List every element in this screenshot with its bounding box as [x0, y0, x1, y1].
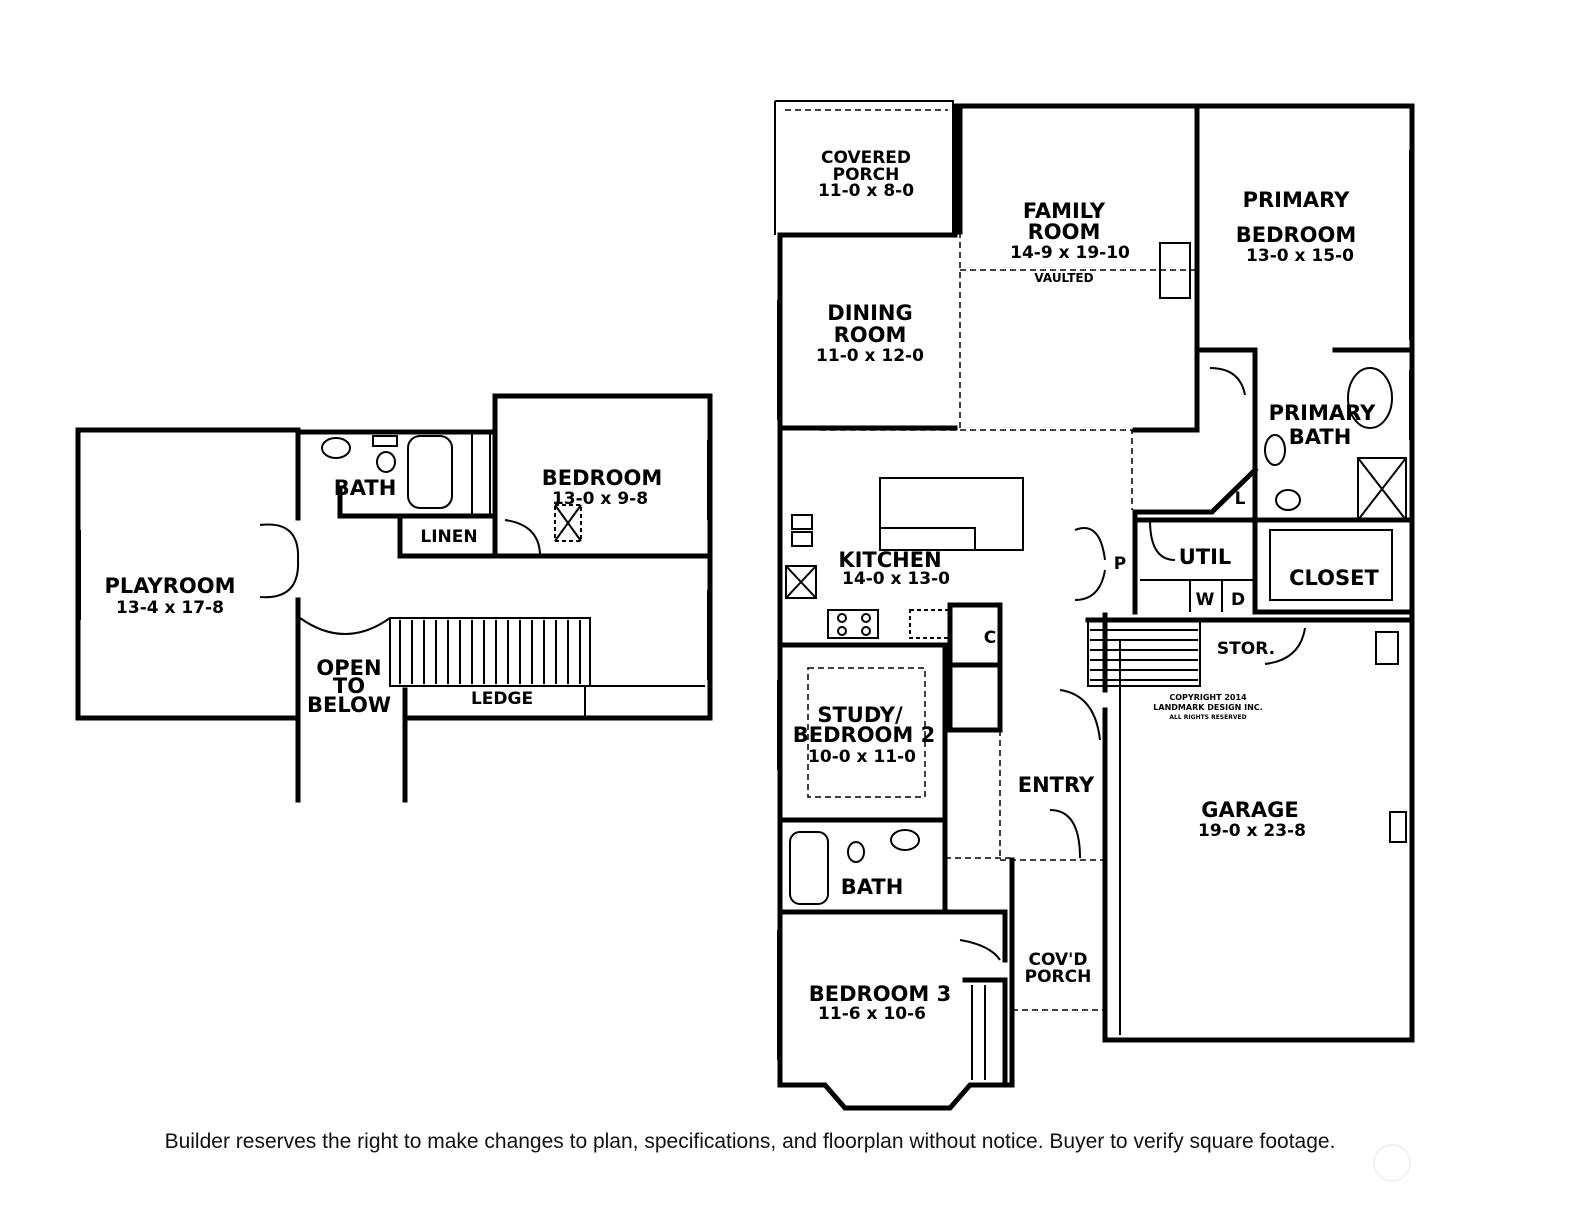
linen-closet-label: L — [1235, 489, 1246, 509]
playroom-dimensions: 13-4 x 17-8 — [116, 598, 224, 618]
upper-floor-walls — [75, 393, 713, 803]
study-line1: STUDY/ — [817, 703, 903, 727]
watermark-circle — [1373, 1144, 1411, 1182]
kitchen-dimensions: 14-0 x 13-0 — [842, 569, 950, 589]
util-label: UTIL — [1179, 545, 1232, 569]
covered-porch-line2: PORCH — [833, 165, 900, 185]
closet-label: CLOSET — [1289, 566, 1379, 590]
upper-bedroom-label: BEDROOM — [542, 466, 663, 490]
bedroom3-dimensions: 11-6 x 10-6 — [818, 1004, 926, 1024]
family-room-line2: ROOM — [1028, 220, 1101, 244]
upper-bedroom-dimensions: 13-0 x 9-8 — [552, 489, 648, 509]
main-bath-label: BATH — [841, 875, 904, 899]
dining-room-dimensions: 11-0 x 12-0 — [816, 346, 924, 366]
storage-label: STOR. — [1217, 639, 1275, 659]
primary-bedroom-dimensions: 13-0 x 15-0 — [1246, 246, 1354, 266]
copyright-line3: ALL RIGHTS RESERVED — [1169, 714, 1246, 721]
covered-porch-line1: COVERED — [821, 148, 911, 168]
study-dimensions: 10-0 x 11-0 — [808, 747, 916, 767]
primary-bath-line1: PRIMARY — [1269, 401, 1377, 425]
family-room-line1: FAMILY — [1023, 199, 1106, 223]
upper-room-labels: PLAYROOM 13-4 x 17-8 BATH LINEN BEDROOM … — [105, 466, 663, 717]
washer-label: W — [1196, 590, 1215, 610]
entry-label: ENTRY — [1018, 773, 1095, 797]
garage-label: GARAGE — [1201, 798, 1299, 822]
playroom-label: PLAYROOM — [105, 574, 236, 598]
primary-bath-line2: BATH — [1289, 425, 1352, 449]
linen-label: LINEN — [420, 527, 477, 547]
dining-room-line2: ROOM — [834, 323, 907, 347]
garage-dimensions: 19-0 x 23-8 — [1198, 821, 1306, 841]
copyright-line1: COPYRIGHT 2014 — [1169, 693, 1247, 702]
dining-room-line1: DINING — [827, 301, 912, 325]
open-to-below-line2: TO — [333, 674, 365, 698]
study-line2: BEDROOM 2 — [793, 723, 935, 747]
family-room-dimensions: 14-9 x 19-10 — [1010, 243, 1130, 263]
kitchen-label: KITCHEN — [838, 548, 941, 572]
ledge-label: LEDGE — [471, 689, 533, 709]
primary-bedroom-line2: BEDROOM — [1236, 223, 1357, 247]
open-to-below-line3: BELOW — [307, 693, 391, 717]
main-room-labels: COVERED PORCH 11-0 x 8-0 FAMILY ROOM 14-… — [793, 148, 1380, 1024]
open-to-below-line1: OPEN — [316, 656, 381, 680]
covered-porch-dimensions: 11-0 x 8-0 — [818, 181, 914, 201]
coat-closet-label: C — [984, 628, 996, 648]
bedroom3-label: BEDROOM 3 — [809, 982, 951, 1006]
main-stair-treads — [1090, 629, 1198, 681]
primary-bedroom-line1: PRIMARY — [1243, 188, 1351, 212]
upper-bath-label: BATH — [334, 476, 397, 500]
disclaimer-text: Builder reserves the right to make chang… — [164, 1130, 1336, 1153]
covd-porch-line1: COV'D — [1029, 950, 1088, 970]
covd-porch-line2: PORCH — [1025, 967, 1092, 987]
main-floor-walls — [774, 100, 1415, 1111]
copyright-line2: LANDMARK DESIGN INC. — [1153, 703, 1262, 712]
dryer-label: D — [1231, 590, 1245, 610]
stair-treads — [399, 620, 581, 684]
family-room-vaulted: VAULTED — [1034, 271, 1093, 285]
pantry-label: P — [1114, 554, 1126, 574]
